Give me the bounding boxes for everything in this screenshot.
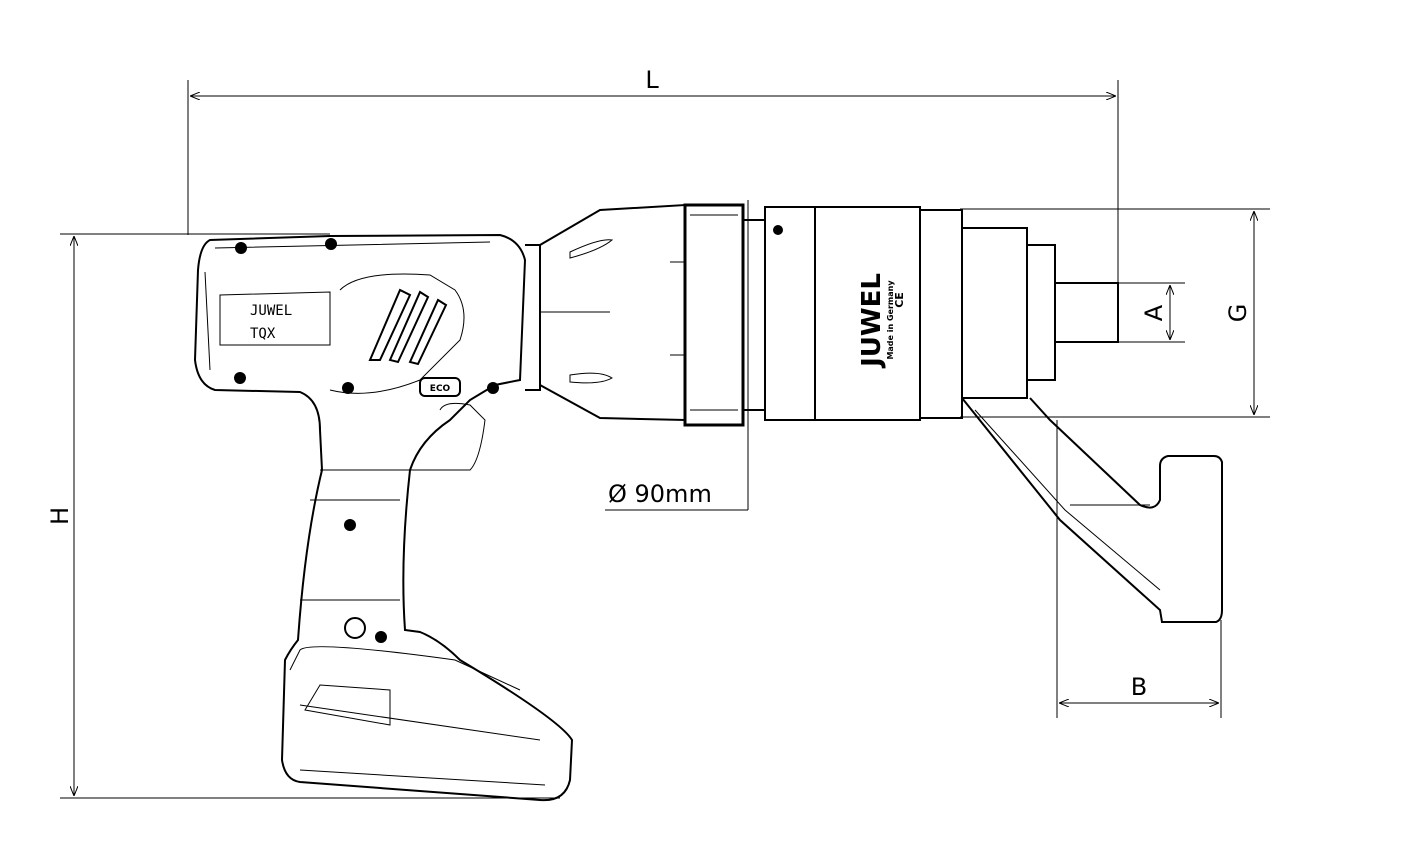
dimension-H: H — [46, 233, 560, 799]
dimension-label-H: H — [46, 507, 74, 525]
reaction-arm — [961, 397, 1223, 623]
head-ce-mark: CE — [893, 292, 906, 308]
dimension-label-A: A — [1140, 304, 1168, 321]
eco-button-label: ECO — [430, 384, 451, 394]
dimension-A: A — [1118, 282, 1185, 343]
square-drive — [1054, 282, 1119, 343]
eco-button — [419, 377, 461, 397]
display-line-2: TQX — [250, 326, 276, 342]
dimension-G: G — [960, 208, 1270, 418]
display-line-1: JUWEL — [250, 303, 292, 319]
dimension-diameter: Ø 90mm — [605, 200, 749, 511]
dimension-label-B: B — [1131, 673, 1147, 701]
dimension-L: L — [187, 66, 1119, 285]
tool-body: JUWEL TQX ECO — [193, 233, 574, 802]
torque-head: JUWEL Made in Germany CE — [539, 203, 1119, 427]
dimension-label-diameter: Ø 90mm — [608, 480, 712, 508]
adjust-ring — [683, 203, 745, 427]
head-made-in: Made in Germany — [886, 280, 895, 360]
dimension-label-L: L — [645, 66, 659, 94]
dimension-B: B — [1056, 420, 1222, 718]
screw-icons — [234, 238, 499, 643]
head-brand-logo: JUWEL — [857, 273, 887, 369]
dimension-label-G: G — [1224, 304, 1252, 323]
